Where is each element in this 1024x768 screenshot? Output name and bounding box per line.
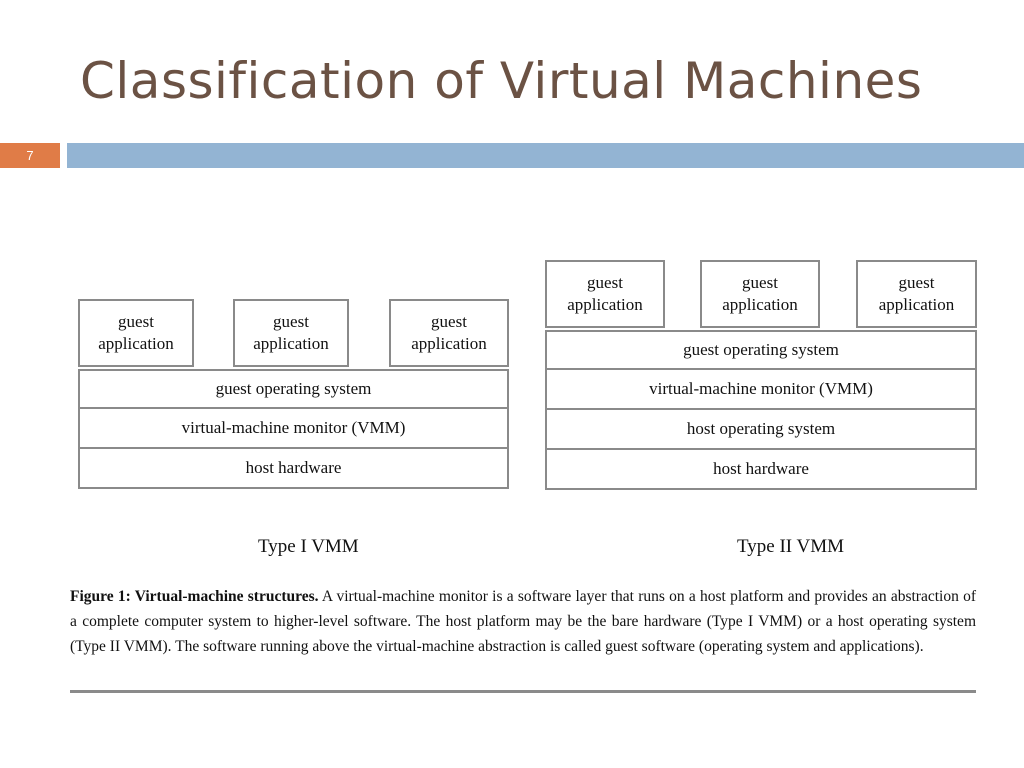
type2-layer-vmm: virtual-machine monitor (VMM) [545,370,977,410]
type1-guest-apps: guest application guest application gues… [78,299,509,369]
type1-vmm-diagram: guest application guest application gues… [78,299,509,489]
type1-guest-application-1: guest application [78,299,194,367]
type1-layer-host-hardware: host hardware [78,449,509,489]
app-label: guest application [567,273,643,314]
type2-guest-apps: guest application guest application gues… [545,260,977,330]
type1-layer-guest-os: guest operating system [78,369,509,409]
app-label: guest application [878,273,955,314]
type2-guest-application-3: guest application [856,260,977,328]
type2-guest-application-1: guest application [545,260,665,328]
caption-bold: Figure 1: Virtual-machine structures. [70,588,319,605]
slide-title: Classification of Virtual Machines [80,52,923,110]
app-label: guest application [722,273,798,314]
type1-layer-vmm: virtual-machine monitor (VMM) [78,409,509,449]
app-label: guest application [411,312,487,353]
type2-label: Type II VMM [737,536,845,557]
app-label: guest application [253,312,329,353]
type1-label: Type I VMM [258,536,359,557]
type2-layer-host-os: host operating system [545,410,977,450]
figure-caption: Figure 1: Virtual-machine structures. A … [70,584,976,659]
header-bar [67,143,1024,168]
slide-number: 7 [0,143,60,168]
type1-guest-application-2: guest application [233,299,349,367]
caption-text: A virtual-machine monitor is a software … [70,588,976,655]
caption-divider [70,690,976,693]
type2-guest-application-2: guest application [700,260,820,328]
app-label: guest application [98,312,174,353]
type2-layer-guest-os: guest operating system [545,330,977,370]
type2-layer-host-hardware: host hardware [545,450,977,490]
type1-guest-application-3: guest application [389,299,509,367]
type2-vmm-diagram: guest application guest application gues… [545,260,977,490]
